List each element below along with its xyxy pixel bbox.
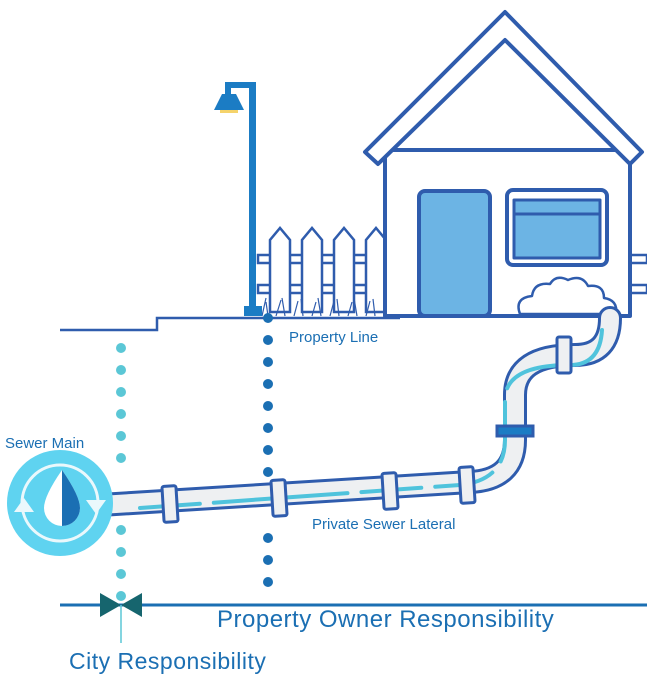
property-line-label: Property Line: [289, 329, 379, 346]
pipe-couplings: [160, 335, 573, 524]
picket-fence: [256, 226, 647, 314]
ground-line: [60, 316, 400, 332]
sewer-main-icon: [7, 450, 113, 556]
property-owner-responsibility-label: Property Owner Responsibility: [217, 606, 555, 633]
private-sewer-lateral-pipe: [88, 306, 622, 517]
street-lamp: [214, 82, 262, 316]
city-responsibility-label: City Responsibility: [69, 648, 267, 674]
property-line-dots: [263, 313, 273, 587]
bush: [517, 276, 618, 316]
house-door: [417, 189, 492, 318]
sewer-main-label: Sewer Main: [5, 435, 85, 452]
valve-icon: [100, 593, 142, 617]
house: [363, 10, 644, 318]
grass: [261, 297, 388, 317]
private-sewer-lateral-label: Private Sewer Lateral: [312, 516, 456, 533]
city-boundary-dots: [116, 343, 126, 601]
